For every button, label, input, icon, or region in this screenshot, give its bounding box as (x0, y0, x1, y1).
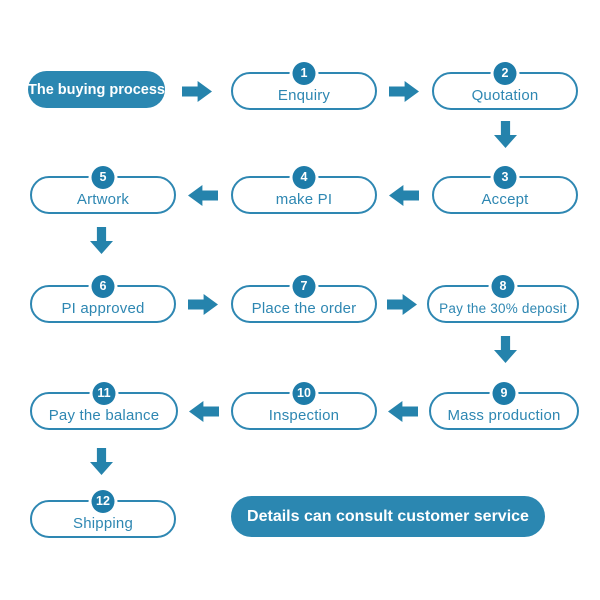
step-label: make PI (275, 191, 333, 208)
step-deposit: 8 Pay the 30% deposit (427, 275, 579, 323)
step-pi-approved: 6 PI approved (30, 275, 176, 323)
step-label: Enquiry (277, 87, 331, 104)
step-number-badge: 3 (493, 166, 517, 189)
arrow-left-icon (189, 401, 219, 422)
step-number-badge: 6 (91, 275, 115, 298)
arrow-left-icon (188, 185, 218, 206)
arrow-down-icon (90, 448, 113, 475)
arrow-down-icon (90, 227, 113, 254)
step-number-badge: 11 (92, 382, 116, 405)
step-quotation: 2 Quotation (432, 62, 578, 110)
step-label: Place the order (251, 300, 357, 317)
arrow-right-icon (387, 294, 417, 315)
step-label: Mass production (447, 407, 561, 424)
step-label: Quotation (471, 87, 539, 104)
step-number-badge: 5 (91, 166, 115, 189)
step-number-badge: 7 (292, 275, 316, 298)
step-pay-balance: 11 Pay the balance (30, 382, 178, 430)
arrow-down-icon (494, 336, 517, 363)
intro-label: The buying process (28, 81, 165, 98)
step-label: Pay the balance (48, 407, 160, 424)
step-number-badge: 9 (492, 382, 516, 405)
arrow-right-icon (389, 81, 419, 102)
arrow-left-icon (388, 401, 418, 422)
step-accept: 3 Accept (432, 166, 578, 214)
step-place-order: 7 Place the order (231, 275, 377, 323)
step-shipping: 12 Shipping (30, 490, 176, 538)
step-label: PI approved (61, 300, 145, 317)
step-number-badge: 8 (491, 275, 515, 298)
step-enquiry: 1 Enquiry (231, 62, 377, 110)
step-label: Pay the 30% deposit (439, 301, 567, 316)
arrow-down-icon (494, 121, 517, 148)
step-number-badge: 1 (292, 62, 316, 85)
footer-label: Details can consult customer service (247, 507, 529, 525)
step-label: Artwork (76, 191, 130, 208)
intro-pill: The buying process (28, 71, 165, 108)
step-inspection: 10 Inspection (231, 382, 377, 430)
step-number-badge: 10 (292, 382, 316, 405)
step-artwork: 5 Artwork (30, 166, 176, 214)
arrow-right-icon (182, 81, 212, 102)
step-number-badge: 12 (91, 490, 115, 513)
step-label: Inspection (268, 407, 340, 424)
step-label: Accept (481, 191, 529, 208)
step-mass-production: 9 Mass production (429, 382, 579, 430)
arrow-left-icon (389, 185, 419, 206)
step-label: Shipping (73, 515, 133, 532)
footer-pill: Details can consult customer service (231, 496, 545, 537)
arrow-right-icon (188, 294, 218, 315)
step-number-badge: 4 (292, 166, 316, 189)
step-make-pi: 4 make PI (231, 166, 377, 214)
step-number-badge: 2 (493, 62, 517, 85)
